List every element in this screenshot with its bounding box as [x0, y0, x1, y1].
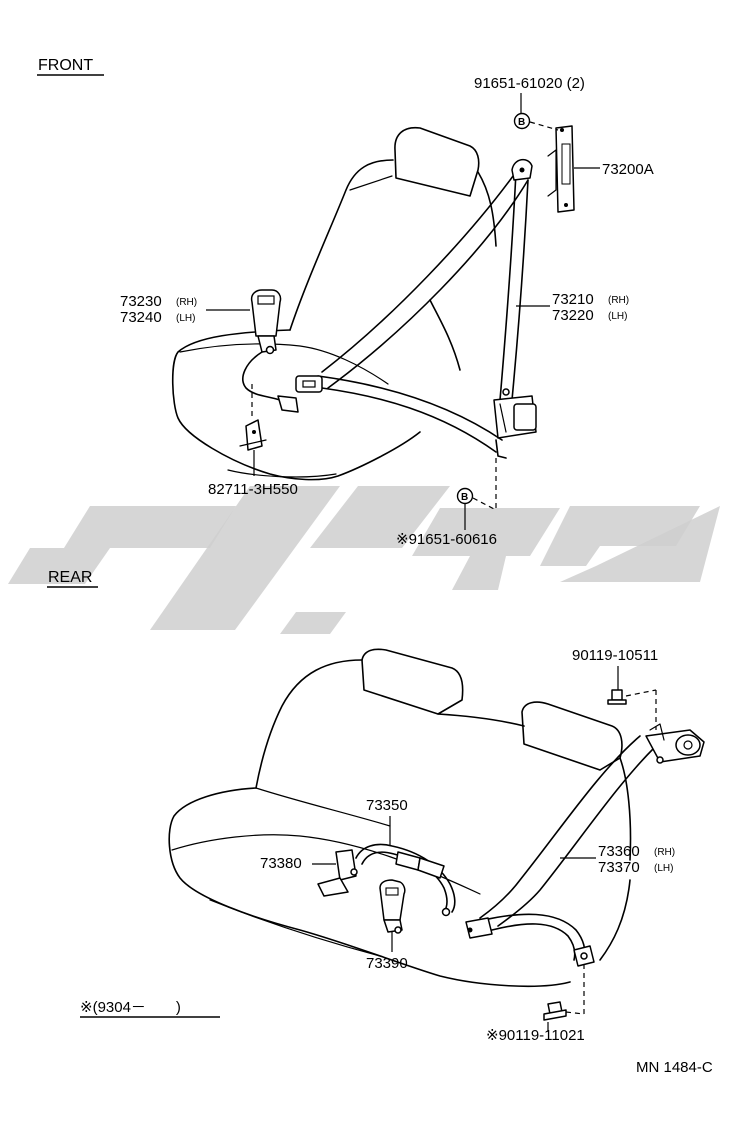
label-73370-side: (LH) [654, 863, 673, 874]
rear-seat [168, 648, 632, 988]
label-90119-11021: ※90119-11021 [486, 1027, 585, 1044]
rear-buckle-left [317, 849, 358, 897]
front-top-retractor [547, 125, 575, 213]
rear-leaders [312, 666, 619, 1032]
front-markers: B B [456, 112, 559, 511]
rear-section-title: REAR [48, 569, 92, 586]
label-91651-61020: 91651-61020 (2) [474, 75, 585, 92]
footer-code: MN 1484-C [636, 1059, 713, 1076]
footer-note: ※(9304－ ) [80, 999, 181, 1016]
label-73360-side: (RH) [654, 847, 675, 858]
label-73350: 73350 [366, 797, 408, 814]
marker-b-bottom: B [461, 492, 468, 503]
label-73220: 73220 [552, 307, 594, 324]
label-73230: 73230 [120, 293, 162, 310]
label-73240-side: (LH) [176, 313, 195, 324]
label-73200a: 73200A [602, 161, 654, 178]
label-73390: 73390 [366, 955, 408, 972]
label-90119-10511: 90119-10511 [572, 647, 658, 664]
front-buckle [242, 289, 299, 413]
label-82711-3h550: 82711-3H550 [208, 481, 298, 498]
label-91651-60616: ※91651-60616 [396, 531, 497, 548]
rear-bolts [543, 689, 657, 1021]
rear-center-belt [355, 843, 456, 917]
label-73370: 73370 [598, 859, 640, 876]
label-73220-side: (LH) [608, 311, 627, 322]
label-73360: 73360 [598, 843, 640, 860]
front-seat [171, 126, 497, 481]
rear-outer-belt [465, 723, 705, 967]
front-leaders [206, 93, 600, 530]
front-seat-belt [295, 158, 537, 459]
front-section-title: FRONT [38, 57, 93, 74]
label-73210-side: (RH) [608, 295, 629, 306]
rear-buckle-center [379, 879, 406, 934]
front-floor-bracket [239, 384, 267, 451]
label-73210: 73210 [552, 291, 594, 308]
marker-b-top: B [518, 117, 525, 128]
label-73240: 73240 [120, 309, 162, 326]
watermark-logo [8, 486, 720, 634]
label-73230-side: (RH) [176, 297, 197, 308]
label-73380: 73380 [260, 855, 302, 872]
